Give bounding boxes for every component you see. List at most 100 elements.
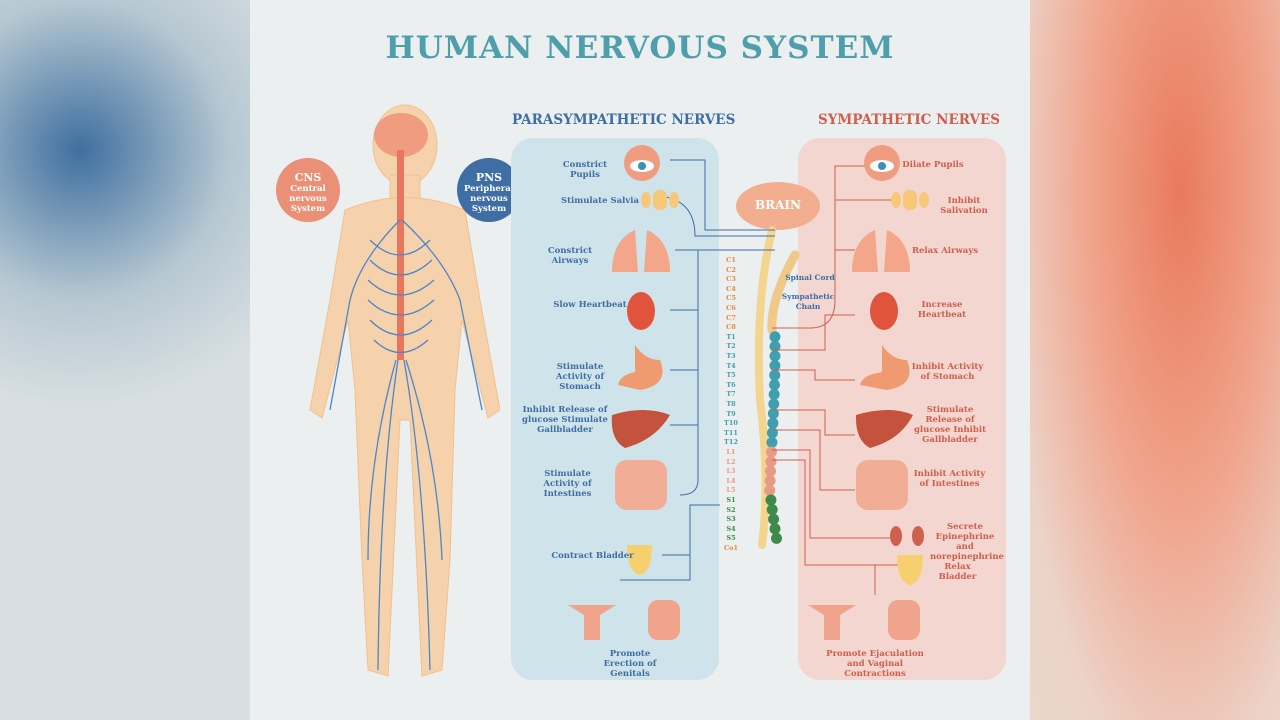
bladder-icon	[897, 555, 923, 585]
ganglion	[768, 398, 780, 410]
ganglion	[766, 504, 778, 516]
vertebra-label: Co1	[724, 544, 739, 552]
symp-label-saliva: Inhibit Salivation	[940, 196, 988, 216]
symp-label-adrenal: Secrete Epinephrine and norepinephrine	[930, 522, 1004, 562]
pns-name: Peripheral nervous System	[463, 184, 515, 214]
eye-icon	[624, 145, 660, 181]
lungs-icon	[612, 230, 670, 272]
ganglion	[769, 369, 781, 381]
blurred-background-left	[0, 0, 250, 720]
vertebra-label: T2	[726, 342, 736, 351]
ganglion	[769, 350, 781, 362]
ganglion	[769, 331, 781, 343]
ganglion	[765, 494, 777, 506]
spinal-cord-graphic	[754, 226, 776, 549]
stomach-icon	[860, 345, 910, 390]
lungs-icon	[852, 230, 910, 272]
bladder-icon	[627, 545, 652, 575]
para-label-liver: Inhibit Release of glucose Stimulate Gal…	[522, 405, 608, 435]
ganglion	[768, 513, 780, 525]
para-label-intestines: Stimulate Activity of Intestines	[543, 469, 592, 499]
ganglion	[769, 340, 781, 352]
ganglion	[768, 388, 780, 400]
sympathetic-chain-label: Sympathetic Chain	[781, 292, 835, 311]
stomach-icon	[618, 345, 663, 390]
pns-abbr: PNS	[475, 171, 503, 184]
para-label-saliva: Stimulate Salvia	[560, 196, 640, 206]
cns-badge: CNS Central nervous System	[276, 158, 340, 222]
symp-label-stomach: Inhibit Activity of Stomach	[911, 362, 984, 382]
ganglion	[771, 532, 783, 544]
ganglion	[764, 475, 776, 487]
symp-label-airways: Relax Airways	[911, 246, 979, 256]
vertebra-label: L3	[726, 467, 736, 476]
liver-icon	[855, 410, 913, 448]
ganglion	[765, 456, 777, 468]
vertebra-label: L2	[726, 457, 736, 466]
brain-icon	[736, 182, 820, 230]
cns-abbr: CNS	[294, 171, 322, 184]
ganglion	[764, 465, 776, 477]
symp-label-heart: Increase Heartbeat	[917, 300, 967, 320]
ganglion	[767, 417, 779, 429]
symp-label-intestines: Inhibit Activity of Intestines	[913, 469, 986, 489]
sympathetic-panel	[798, 138, 1006, 680]
vertebra-label: T9	[726, 409, 736, 418]
para-label-pupils: Constrict Pupils	[562, 160, 608, 180]
female-reproductive-icon	[568, 605, 856, 640]
vertebra-label: S2	[726, 505, 736, 514]
parasympathetic-heading: PARASYMPATHETIC NERVES	[512, 112, 736, 128]
nerve-diagram	[620, 159, 910, 595]
para-label-airways: Constrict Airways	[547, 246, 593, 266]
vertebra-label: T10	[724, 419, 738, 428]
symp-label-genitals: Promote Ejaculation and Vaginal Contract…	[826, 649, 924, 679]
vertebra-label: T6	[726, 380, 736, 389]
vertebra-label: C6	[726, 304, 736, 312]
vertebra-label: C7	[726, 313, 736, 322]
ganglion	[768, 379, 780, 391]
ganglion	[766, 436, 778, 448]
sympathetic-heading: SYMPATHETIC NERVES	[818, 112, 1001, 128]
vertebra-label: C1	[726, 256, 736, 264]
para-label-heart: Slow Heartbeat	[553, 300, 627, 310]
vertebra-label: S5	[726, 534, 736, 543]
vertebra-label: C8	[726, 323, 736, 332]
para-label-genitals: Promote Erection of Genitals	[603, 649, 657, 679]
eye-icon	[864, 145, 900, 181]
vertebra-label: T12	[724, 438, 738, 447]
brain-label: BRAIN	[754, 198, 801, 212]
vertebra-label: L4	[726, 476, 736, 485]
vertebra-label: S1	[726, 496, 736, 504]
vertebra-label: L5	[726, 486, 736, 495]
ganglion	[764, 484, 776, 496]
vertebra-label: C4	[726, 284, 736, 293]
vertebra-label: T7	[726, 390, 736, 399]
vertebra-label: T5	[726, 371, 736, 380]
infographic: HUMAN NERVOUS SYSTEM CNS Central nervous…	[250, 0, 1030, 720]
ganglion	[765, 446, 777, 458]
parasympathetic-panel	[511, 138, 719, 680]
blurred-background-right	[1030, 0, 1280, 720]
vertebra-label: T11	[724, 428, 738, 437]
title: HUMAN NERVOUS SYSTEM	[385, 30, 895, 66]
salivary-gland-icon	[891, 190, 929, 210]
vertebra-label: T3	[726, 352, 736, 360]
para-label-bladder: Contract Bladder	[551, 551, 634, 561]
ganglion	[769, 360, 781, 372]
symp-label-pupils: Dilate Pupils	[902, 160, 964, 170]
vertebra-label: T8	[726, 400, 736, 408]
organ-icons	[568, 145, 929, 640]
kidneys-icon	[890, 526, 924, 546]
para-label-stomach: Stimulate Activity of Stomach	[555, 362, 605, 392]
liver-icon	[611, 410, 670, 448]
vertebra-label: T4	[726, 361, 736, 370]
vertebra-label: C3	[726, 275, 736, 284]
vertebra-label: C5	[726, 294, 736, 303]
ganglion	[769, 523, 781, 535]
heart-icon	[870, 292, 898, 330]
intestines-icon	[856, 460, 908, 510]
spinal-cord-label: Spinal Cord	[785, 273, 835, 282]
vertebra-label: T1	[726, 332, 736, 341]
symp-label-liver: Stimulate Release of glucose Inhibit Gal…	[913, 405, 986, 445]
sympathetic-chain-ganglia	[764, 331, 783, 544]
